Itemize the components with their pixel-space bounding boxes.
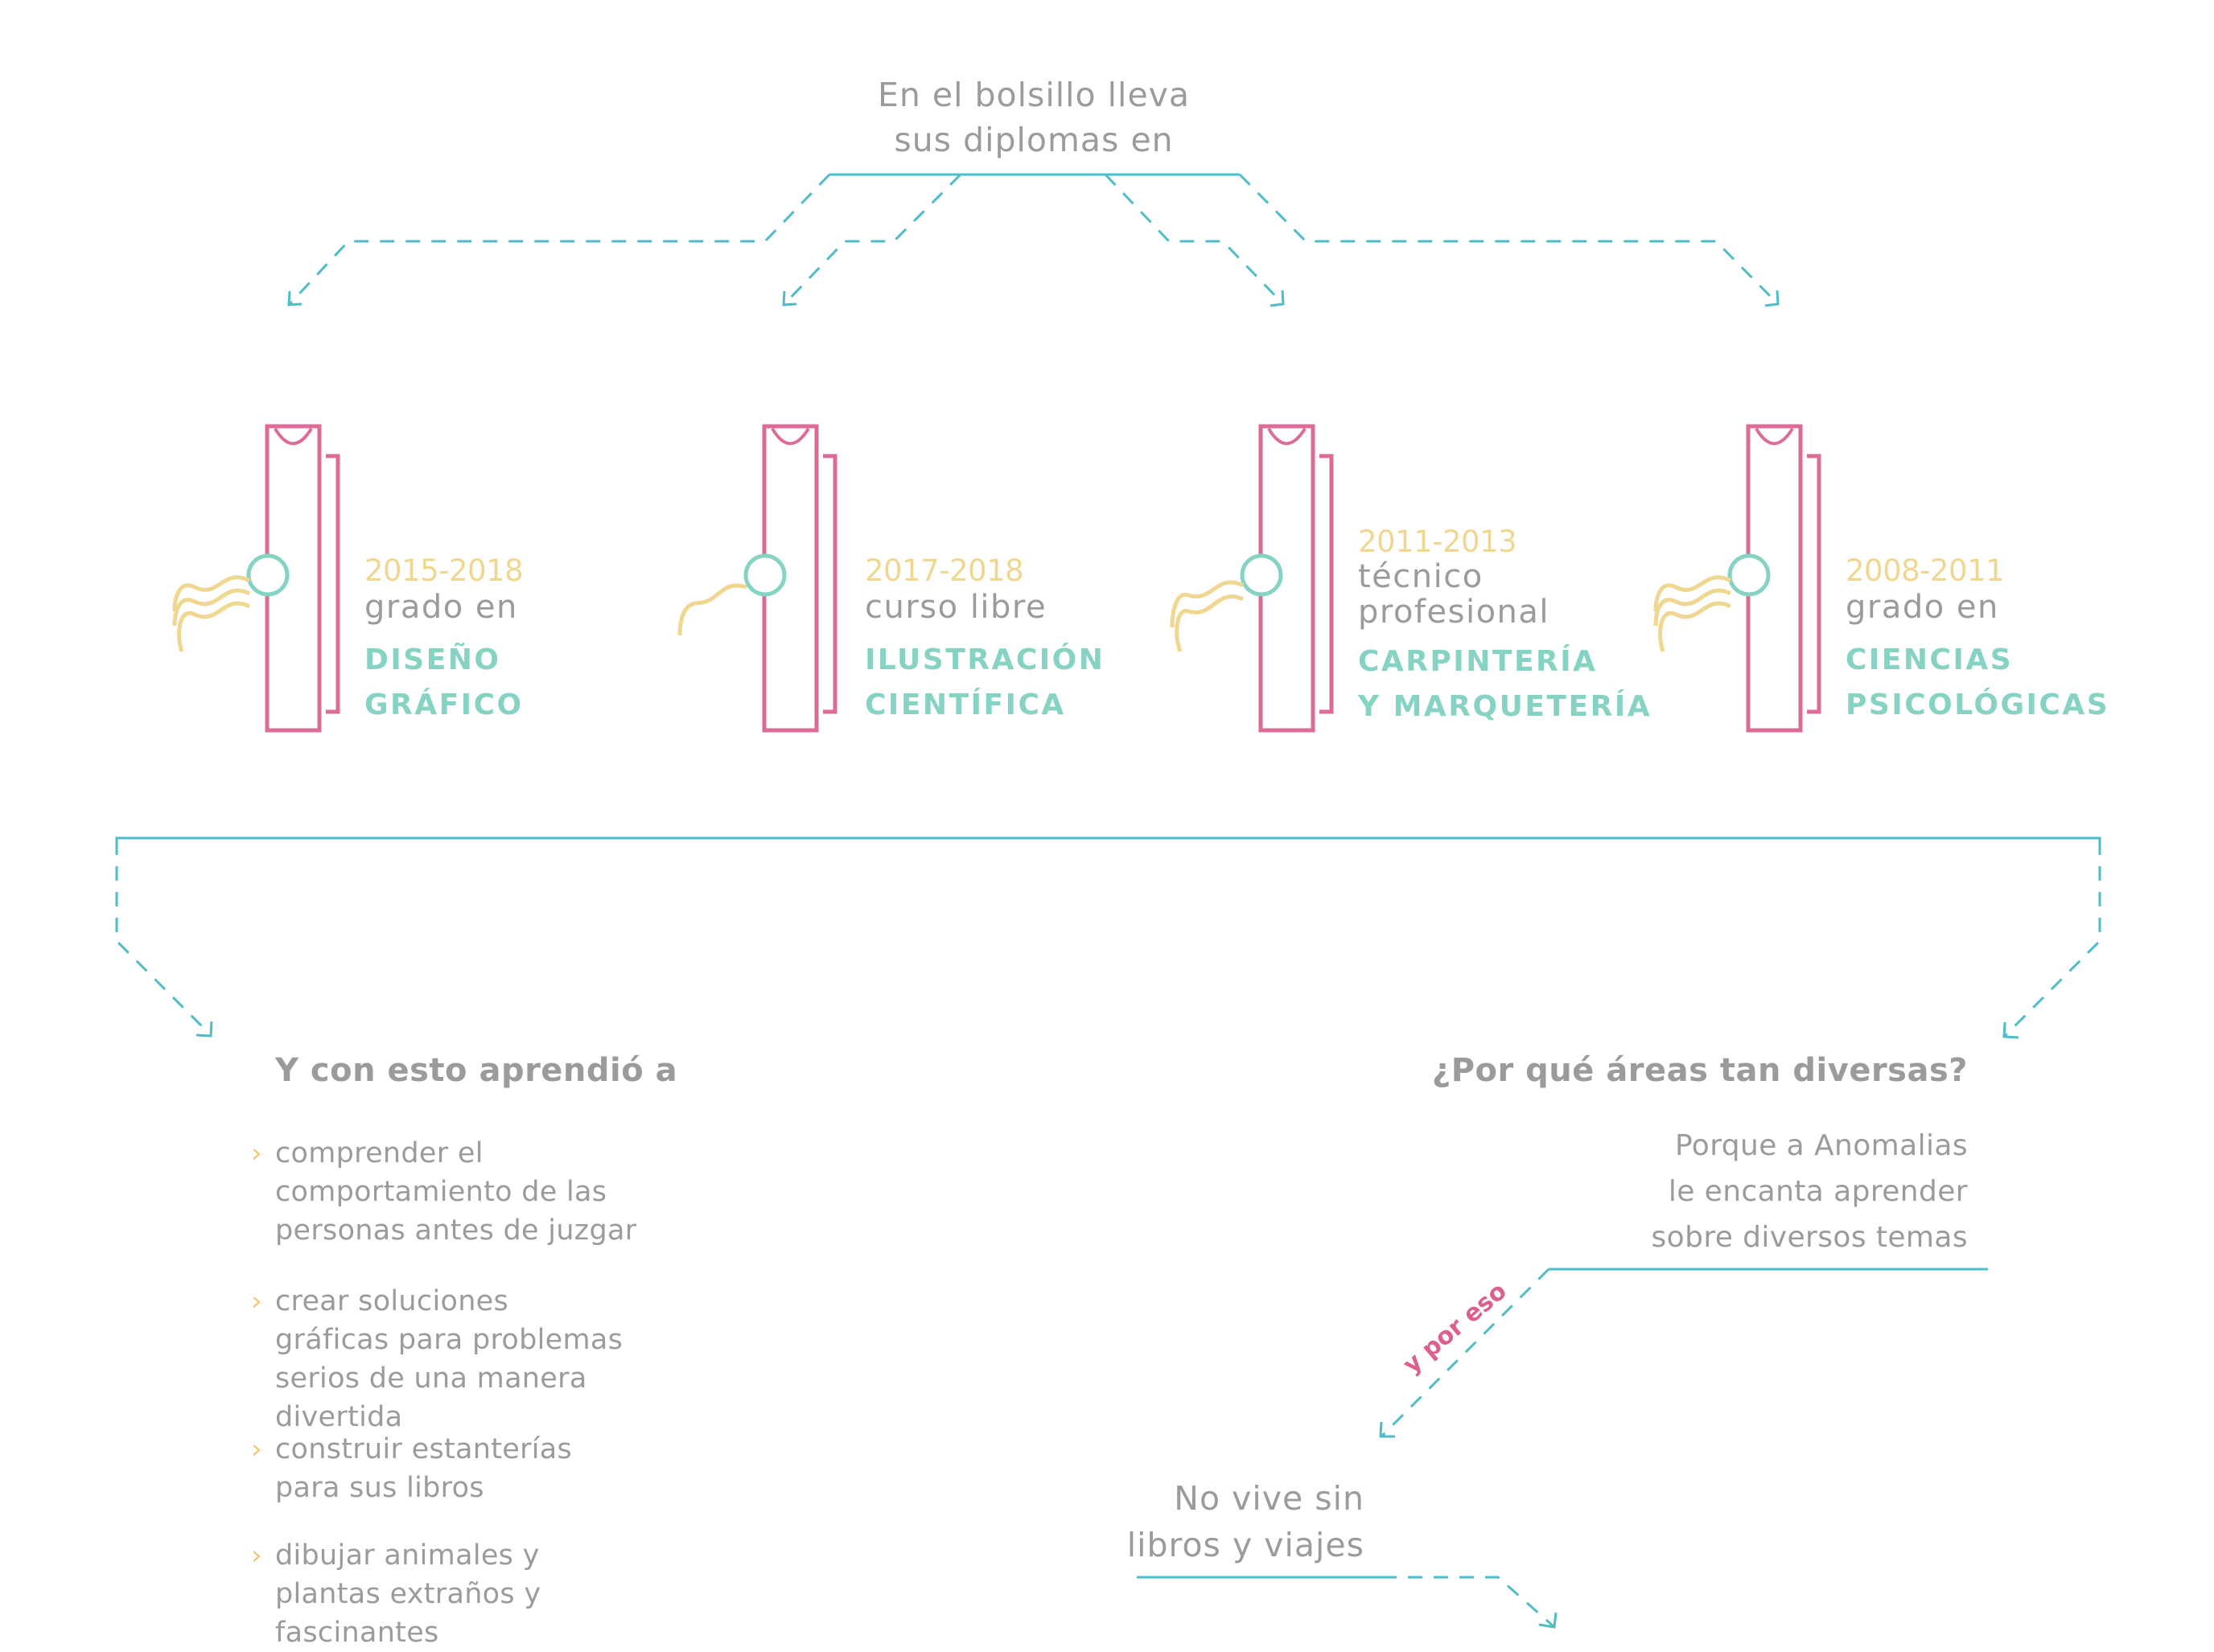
conclusion: No vive sin libros y viajes [1127,1475,1364,1568]
diploma-3-years: 2011-2013 [1358,524,1517,559]
diploma-icon-1 [172,424,340,733]
why-answer: Porque a Anomalias le encanta aprender s… [1652,1123,1968,1260]
bottom-connector [1137,1576,1558,1629]
diploma-3-area-2: Y MARQUETERÍA [1358,690,1652,723]
learned-item-4-text: dibujar animales y plantas extraños y fa… [275,1539,541,1649]
diploma-3-text: 2011-2013 técnico profesional CARPINTERÍ… [1358,524,1652,729]
diploma-4-area-2: PSICOLÓGICAS [1846,688,2110,721]
why-line-3: sobre diversos temas [1651,1221,1968,1254]
top-arrowheads [287,290,1780,307]
diploma-4-kind: grado en [1846,589,1999,626]
diploma-icon-2 [677,424,837,733]
why-line-1: Porque a Anomalias [1674,1129,1968,1162]
diploma-2-area-1: ILUSTRACIÓN [865,643,1105,676]
diploma-2-kind: curso libre [865,589,1047,626]
diploma-4-years: 2008-2011 [1846,553,2005,588]
diploma-1-area-2: GRÁFICO [364,688,524,721]
bullet-icon: › [251,1137,262,1169]
diploma-4-text: 2008-2011 grado en CIENCIAS PSICOLÓGICAS [1846,553,2109,728]
learned-item-2: › crear soluciones gráficas para problem… [251,1282,629,1436]
header-label: En el bolsillo lleva sus diplomas en [837,72,1231,162]
learned-item-3-text: construir estanterías para sus libros [275,1433,573,1504]
diploma-1-years: 2015-2018 [364,553,524,588]
learned-item-1-text: comprender el comportamiento de las pers… [275,1137,637,1247]
diploma-2-area-2: CIENTÍFICA [865,688,1066,721]
learned-heading: Y con esto aprendió a [275,1052,678,1089]
middle-bracket-connector [115,836,2101,1039]
bullet-icon: › [251,1285,262,1317]
learned-item-2-text: crear soluciones gráficas para problemas… [275,1285,623,1433]
diploma-3-kind: técnico [1358,558,1484,595]
diploma-icon-3 [1170,424,1334,733]
diploma-1-kind: grado en [364,589,518,626]
learned-item-4: › dibujar animales y plantas extraños y … [251,1536,653,1652]
bullet-icon: › [251,1539,262,1572]
diploma-1-text: 2015-2018 grado en DISEÑO GRÁFICO [364,553,524,728]
header-line-2: sus diplomas en [894,121,1174,159]
header-line-1: En el bolsillo lleva [877,76,1191,114]
diploma-4-area-1: CIENCIAS [1846,643,2014,676]
why-heading: ¿Por qué áreas tan diversas? [1432,1052,1968,1089]
why-line-2: le encanta aprender [1668,1175,1968,1208]
diploma-3-area-1: CARPINTERÍA [1358,645,1598,678]
diploma-3-kind-2: profesional [1358,594,1550,631]
conclusion-line-2: libros y viajes [1126,1526,1364,1564]
top-branch-connector [288,173,1780,306]
conclusion-line-1: No vive sin [1174,1479,1364,1518]
learned-item-3: › construir estanterías para sus libros [251,1430,597,1507]
diploma-2-years: 2017-2018 [865,553,1024,588]
bullet-icon: › [251,1433,262,1465]
diploma-1-area-1: DISEÑO [364,643,501,676]
diploma-icon-4 [1653,424,1821,733]
learned-item-1: › comprender el comportamiento de las pe… [251,1134,645,1250]
why-connector [1379,1268,1988,1438]
diploma-2-text: 2017-2018 curso libre ILUSTRACIÓN CIENTÍ… [865,553,1105,728]
